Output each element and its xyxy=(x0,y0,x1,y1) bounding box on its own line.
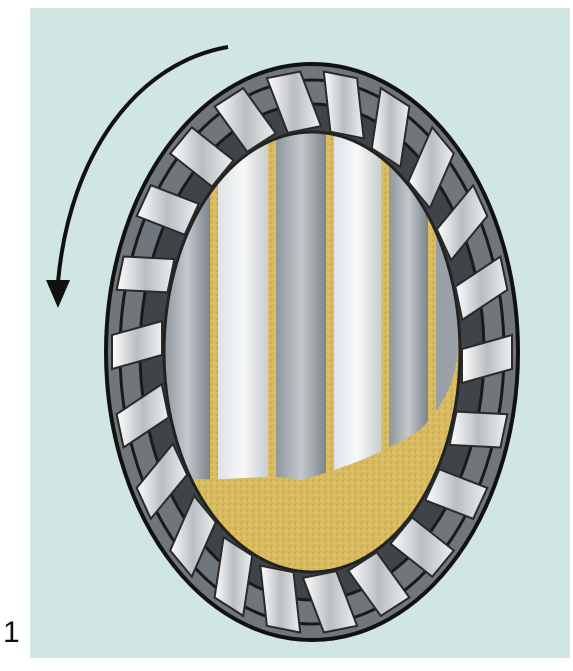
lifter-blade xyxy=(117,257,175,293)
figure-number: 1 xyxy=(3,616,20,650)
lifter-blade xyxy=(450,412,508,448)
lifter-blade xyxy=(260,566,300,633)
lifter-blade xyxy=(324,72,364,139)
